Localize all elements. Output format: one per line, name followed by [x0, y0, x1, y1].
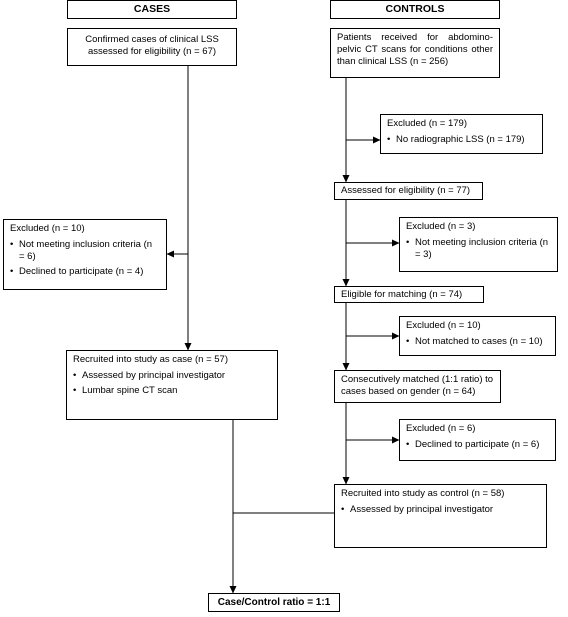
controls-excluded2-item: Not meeting inclusion criteria (n = 3): [406, 237, 551, 261]
controls-excluded3-box: Excluded (n = 10) Not matched to cases (…: [399, 316, 556, 356]
cases-excluded-item: Declined to participate (n = 4): [10, 266, 160, 278]
controls-excluded4-title: Excluded (n = 6): [406, 423, 476, 434]
controls-excluded3-title: Excluded (n = 10): [406, 320, 481, 331]
controls-assessed-box: Assessed for eligibility (n = 77): [334, 182, 483, 200]
controls-excluded1-title: Excluded (n = 179): [387, 118, 468, 129]
controls-excluded4-item: Declined to participate (n = 6): [406, 439, 549, 451]
controls-recruited-box: Recruited into study as control (n = 58)…: [334, 484, 547, 548]
case-control-ratio-text: Case/Control ratio = 1:1: [217, 597, 331, 608]
controls-excluded2-box: Excluded (n = 3) Not meeting inclusion c…: [399, 217, 558, 272]
controls-patients-text: Patients received for abdomino-pelvic CT…: [337, 32, 493, 67]
cases-header: CASES: [67, 0, 237, 19]
controls-excluded3-item: Not matched to cases (n = 10): [406, 336, 549, 348]
case-control-ratio-box: Case/Control ratio = 1:1: [208, 593, 340, 612]
cases-confirmed-text: Confirmed cases of clinical LSS assessed…: [85, 34, 219, 57]
cases-recruited-item: Assessed by principal investigator: [73, 370, 271, 382]
cases-excluded-title: Excluded (n = 10): [10, 223, 85, 234]
controls-recruited-item: Assessed by principal investigator: [341, 504, 540, 516]
controls-patients-box: Patients received for abdomino-pelvic CT…: [330, 28, 500, 78]
controls-assessed-text: Assessed for eligibility (n = 77): [341, 185, 471, 196]
cases-recruited-item: Lumbar spine CT scan: [73, 385, 271, 397]
cases-excluded-item: Not meeting inclusion criteria (n = 6): [10, 239, 160, 263]
controls-excluded4-box: Excluded (n = 6) Declined to participate…: [399, 419, 556, 461]
controls-matched-text: Consecutively matched (1:1 ratio) to cas…: [341, 374, 494, 397]
cases-confirmed-box: Confirmed cases of clinical LSS assessed…: [67, 28, 237, 66]
controls-excluded2-title: Excluded (n = 3): [406, 221, 476, 232]
cases-recruited-title: Recruited into study as case (n = 57): [73, 354, 228, 365]
controls-excluded1-item: No radiographic LSS (n = 179): [387, 134, 536, 146]
controls-excluded1-box: Excluded (n = 179) No radiographic LSS (…: [380, 114, 543, 154]
controls-recruited-title: Recruited into study as control (n = 58): [341, 488, 505, 499]
controls-matched-box: Consecutively matched (1:1 ratio) to cas…: [334, 370, 501, 403]
controls-header: CONTROLS: [330, 0, 500, 19]
controls-eligible-box: Eligible for matching (n = 74): [334, 286, 484, 303]
cases-excluded-box: Excluded (n = 10) Not meeting inclusion …: [3, 219, 167, 290]
controls-eligible-text: Eligible for matching (n = 74): [341, 289, 463, 300]
cases-recruited-box: Recruited into study as case (n = 57) As…: [66, 350, 278, 420]
